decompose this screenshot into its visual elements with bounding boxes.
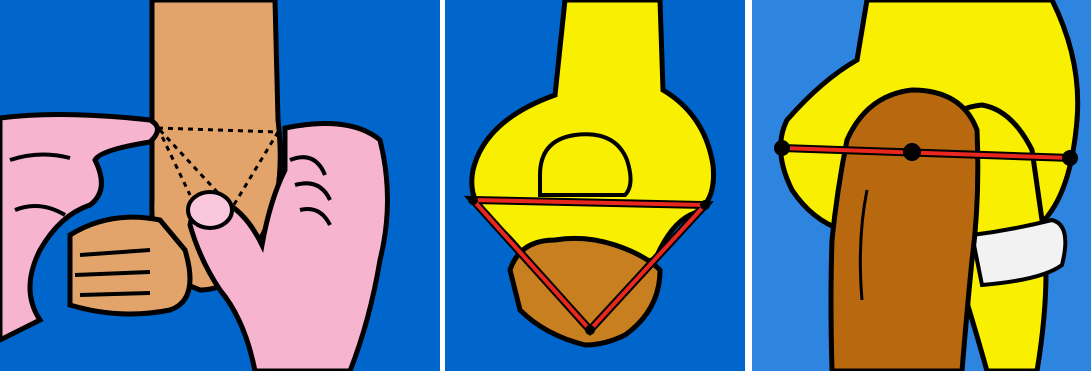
- radius-bone: [831, 90, 978, 371]
- patient-hand: [70, 217, 190, 314]
- straight-line-illustration: [752, 0, 1091, 371]
- olecranon-point: [585, 325, 595, 335]
- panel-triangle: [445, 0, 745, 371]
- lateral-epicondyle-point: [700, 200, 710, 210]
- examiner-thumb: [188, 192, 232, 228]
- panel-straight-line: [752, 0, 1091, 371]
- medial-epicondyle-point: [774, 140, 790, 156]
- olecranon-point: [903, 143, 921, 161]
- triangle-illustration: [445, 0, 745, 371]
- palpation-illustration: [0, 0, 440, 371]
- lateral-epicondyle-point: [1062, 150, 1078, 166]
- panel-palpation: [0, 0, 440, 371]
- medial-epicondyle-point: [468, 195, 478, 205]
